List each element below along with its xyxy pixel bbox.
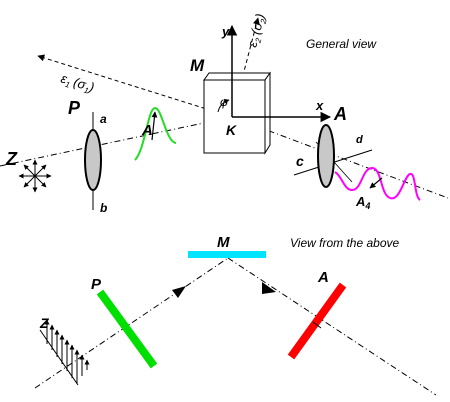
phi-label: φ	[220, 95, 228, 109]
phi-angle-arc	[217, 98, 230, 113]
top-view-mirror-label: M	[217, 234, 230, 251]
top-view-incident-beam	[34, 257, 229, 389]
epsilon2-label: ε2(σ2)	[244, 12, 269, 49]
general-view: General view M y x K φ ε1(σ1) ε2(σ2) P a…	[0, 12, 449, 215]
mirror-label: M	[190, 56, 205, 75]
outgoing-amplitude-arrow	[369, 177, 383, 189]
source-label: Z	[5, 149, 18, 169]
analyzer-tick	[312, 321, 322, 329]
polarizer-axis-a-label: a	[100, 112, 107, 126]
polarizer-ellipse	[84, 129, 102, 191]
top-view-analyzer	[287, 282, 347, 360]
reflected-direction-arrow	[262, 282, 276, 294]
top-view-analyzer-label: A	[317, 269, 329, 286]
x-axis-label: x	[315, 98, 324, 113]
analyzer-label: A	[333, 104, 347, 124]
incident-direction-arrow	[172, 286, 186, 298]
incident-beam	[0, 116, 233, 167]
polarizer-axis-b-label: b	[100, 201, 107, 215]
top-view-source-label: Z	[39, 315, 49, 331]
origin-label: K	[226, 122, 237, 138]
general-view-caption: General view	[306, 37, 377, 51]
y-axis-label: y	[221, 24, 230, 39]
top-view-reflected-beam	[227, 257, 437, 396]
epsilon1-axis	[37, 54, 233, 118]
polarizer-label: P	[68, 98, 81, 118]
incident-amplitude-arrow	[151, 111, 158, 141]
z-field-arrows-icon	[39, 319, 90, 386]
amplitude-label: A	[141, 122, 153, 139]
z-star-icon	[18, 159, 52, 193]
top-view: View from the above M P A Z	[34, 234, 437, 396]
output-amplitude-label: A4	[355, 194, 370, 211]
analyzer-axis-c-label: c	[296, 153, 304, 169]
mirror-block	[203, 71, 271, 155]
analyzer-ellipse	[317, 124, 335, 188]
analyzer-axis-d-label: d	[356, 134, 363, 146]
outgoing-wave	[334, 166, 421, 201]
top-view-polarizer	[96, 289, 158, 369]
top-view-mirror	[188, 251, 266, 258]
incident-wave	[134, 106, 177, 161]
top-view-polarizer-label: P	[91, 276, 102, 293]
epsilon1-label: ε1(σ1)	[59, 71, 97, 97]
top-view-caption: View from the above	[290, 236, 399, 250]
